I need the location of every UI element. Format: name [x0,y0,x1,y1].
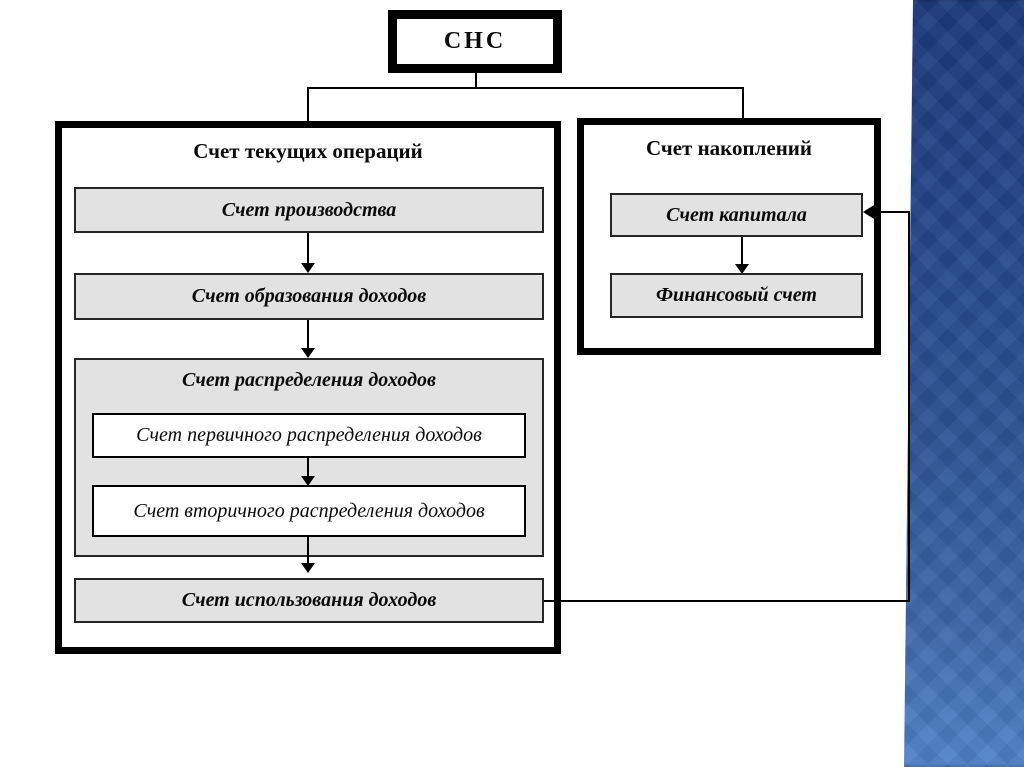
connector-branch-right [742,87,744,118]
arrowhead-production-to-generation [301,263,315,273]
node-secondary-distribution-account: Счет вторичного распределения доходов [92,485,526,537]
node-capital-account: Счет капитала [610,193,863,237]
group-current-operations-title: Счет текущих операций [193,139,423,163]
node-financial-account-label: Финансовый счет [656,284,817,306]
node-income-distribution-label: Счет распределения доходов [182,369,436,391]
connector-branch-left [307,87,309,121]
group-accumulation-title: Счет накоплений [645,136,813,160]
connector-use-to-capital-riser [908,211,910,602]
arrowhead-distribution-to-use [301,563,315,573]
node-secondary-distribution-label: Счет вторичного распределения доходов [133,499,485,522]
connector-capital-to-financial [741,237,743,265]
node-capital-account-label: Счет капитала [666,203,807,226]
node-primary-distribution-label: Счет первичного распределения доходов [136,424,482,446]
node-primary-distribution-account: Счет первичного распределения доходов [92,413,526,458]
connector-generation-to-distribution [307,320,309,349]
node-income-generation-label: Счет образования доходов [191,285,427,307]
connector-use-to-capital-bottom [544,600,910,602]
connector-root-branch [307,87,744,89]
node-sns-root: СНС [388,10,562,73]
node-income-use-label: Счет использования доходов [181,589,437,611]
connector-production-to-generation [307,233,309,264]
node-production-account-label: Счет производства [221,198,397,221]
arrowhead-capital-to-financial [735,264,749,274]
arrowhead-into-capital-account [863,205,874,219]
node-sns-label: СНС [443,28,507,54]
connector-use-to-capital-top [873,211,910,213]
node-income-generation-account: Счет образования доходов [74,273,544,320]
connector-distribution-to-use [307,537,309,564]
arrowhead-generation-to-distribution [301,348,315,358]
node-production-account: Счет производства [74,187,544,233]
node-income-use-account: Счет использования доходов [74,578,544,623]
connector-root-stem [475,73,477,88]
connector-primary-to-secondary [307,458,309,477]
arrowhead-primary-to-secondary [301,476,315,486]
node-financial-account: Финансовый счет [610,273,863,318]
